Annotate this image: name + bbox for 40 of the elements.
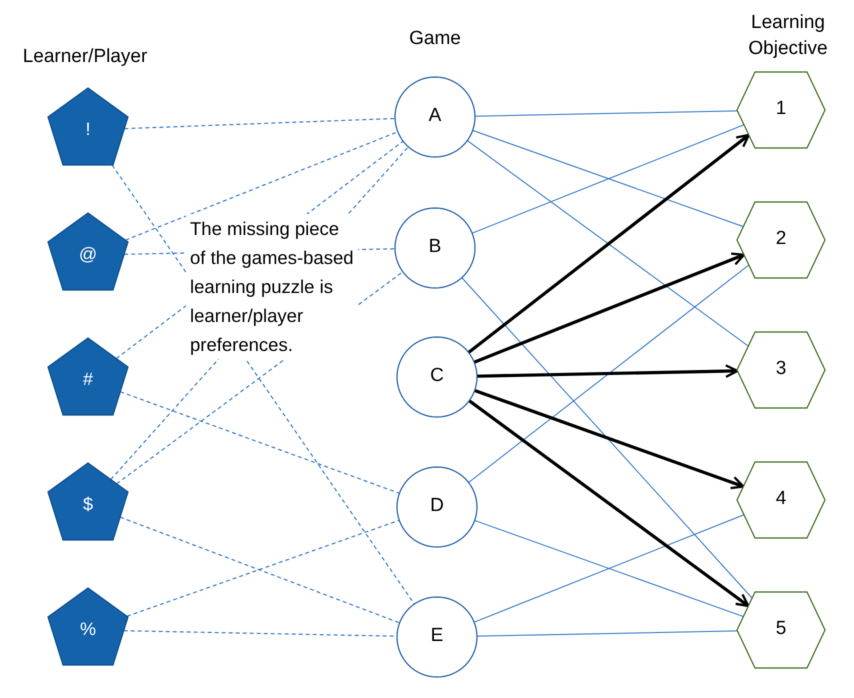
connector-line [124,118,396,130]
connector-line [125,131,398,241]
hexagon-shape [737,462,825,538]
node-label: 2 [774,228,788,250]
pentagon-shape [48,588,128,665]
node-label: E [430,625,444,647]
node-label: @ [78,244,98,265]
arrow [474,388,745,490]
node-label: % [78,619,97,640]
hexagon-shape [737,592,825,668]
pentagon-shape [48,338,128,415]
note-text: The missing piece of the games-based learning puzzle is learner/player preferences. [186,214,358,359]
pentagon-shape [48,463,128,540]
arrow [476,364,739,378]
node-label: D [429,495,445,517]
node-label: A [428,105,442,127]
node-label: ! [84,119,92,140]
column-heading: Learner/Player [22,45,148,69]
node-label: 3 [774,358,788,380]
connector-line [468,264,750,483]
column-heading: Game [408,27,462,51]
hexagon-shape [737,202,825,278]
node-label: $ [82,494,94,515]
hexagon-shape [737,72,825,148]
connector-line [474,110,738,117]
node-label: 5 [774,618,788,640]
node-label: C [429,365,445,387]
hexagon-shape [737,332,825,408]
connector-line [476,630,738,637]
node-label: # [82,369,94,390]
connector-line [461,277,753,599]
pentagon-shape [48,213,128,290]
node-label: B [428,236,442,258]
column-heading: Learning Objective [747,11,829,61]
pentagon-shape [48,88,128,165]
node-label: 1 [774,98,788,120]
node-label: 4 [774,488,788,510]
arrow [474,252,746,364]
arrow [468,399,750,608]
connector-line [120,391,400,494]
